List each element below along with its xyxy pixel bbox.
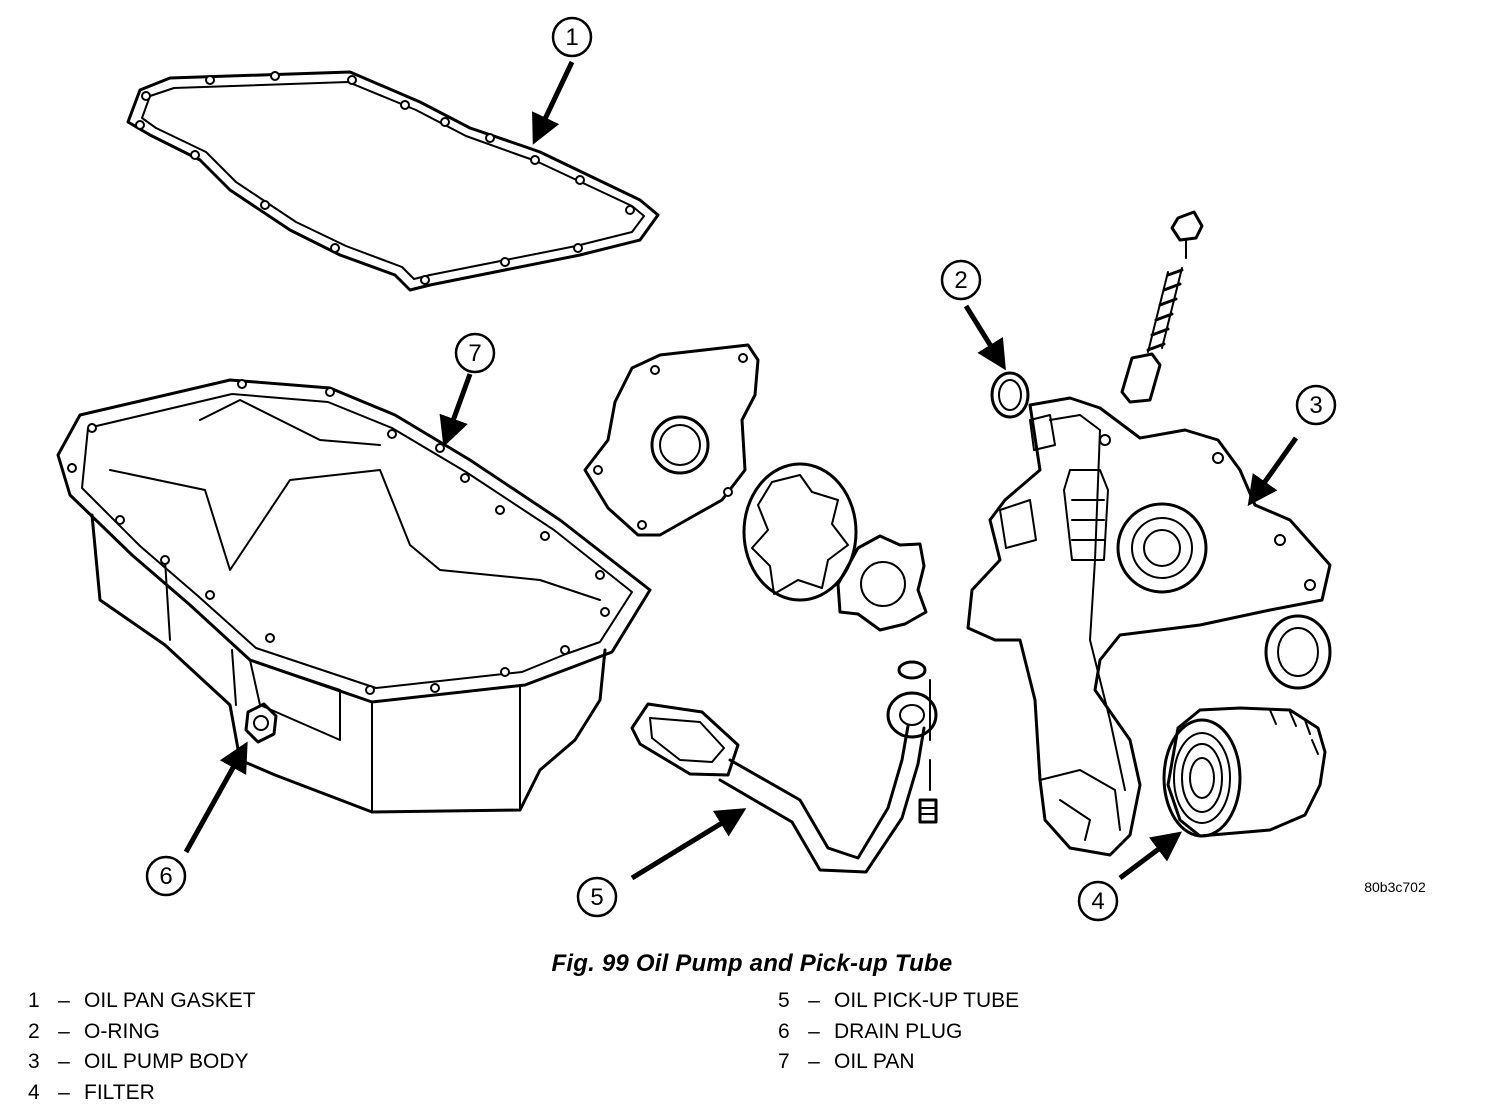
leader-3: [1247, 436, 1299, 507]
legend-number: 6: [778, 1019, 790, 1043]
legend-label: OIL PICK-UP TUBE: [834, 989, 1020, 1012]
legend-item: 7–OIL PAN: [778, 1047, 1019, 1078]
legend-dash: –: [58, 989, 70, 1012]
legend-dash: –: [58, 1019, 70, 1043]
legend-number: 5: [778, 989, 790, 1012]
oil-pick-up-tube: [630, 660, 938, 874]
outer-rotor: [742, 462, 858, 602]
o-ring: [990, 371, 1030, 419]
leader-7: [439, 373, 473, 448]
oil-pan: [56, 378, 652, 814]
legend-label: FILTER: [84, 1080, 155, 1104]
leader-4: [1118, 831, 1182, 880]
pump-cover-plate: [583, 343, 760, 537]
callout-2-number: 2: [954, 267, 967, 294]
callout-5-number: 5: [590, 884, 603, 911]
callout-3-number: 3: [1309, 392, 1322, 419]
legend-dash: –: [808, 989, 820, 1012]
legend-item: 3–OIL PUMP BODY: [28, 1047, 256, 1078]
legend-label: OIL PAN: [834, 1050, 915, 1073]
leader-arrows: [183, 60, 1299, 881]
leader-2: [963, 304, 1006, 371]
drain-plug: [244, 702, 278, 744]
oil-pump-body: [966, 396, 1332, 857]
inner-rotor: [836, 534, 928, 632]
callout-6: 6: [145, 855, 187, 897]
callout-1-number: 1: [565, 24, 578, 51]
callout-4-number: 4: [1091, 888, 1104, 915]
legend-number: 3: [28, 1050, 40, 1073]
exploded-view-diagram: 1 2 3 4 5 6 7 80b3c702: [56, 16, 1426, 922]
legend-label: OIL PUMP BODY: [84, 1050, 249, 1073]
legend-right-column: 5–OIL PICK-UP TUBE 6–DRAIN PLUG 7–OIL PA…: [778, 986, 1019, 1078]
legend-number: 1: [28, 989, 40, 1012]
legend-label: OIL PAN GASKET: [84, 989, 256, 1012]
oil-filter: [1162, 706, 1327, 838]
legend-item: 2–O-RING: [28, 1017, 256, 1048]
figure-reference-code: 80b3c702: [1364, 879, 1426, 895]
figure-caption: Fig. 99 Oil Pump and Pick-up Tube: [551, 950, 953, 977]
pump-shaft-seal: [1264, 614, 1332, 690]
oil-pan-gasket: [126, 70, 660, 292]
legend-item: 5–OIL PICK-UP TUBE: [778, 986, 1019, 1017]
callout-1: 1: [551, 16, 593, 58]
legend-dash: –: [808, 1019, 820, 1043]
leader-5: [630, 808, 747, 881]
legend-label: O-RING: [84, 1019, 160, 1043]
relief-valve-assembly: [1120, 210, 1204, 404]
legend-number: 7: [778, 1050, 790, 1073]
callout-5: 5: [576, 876, 618, 918]
legend-dash: –: [58, 1050, 70, 1073]
leader-6: [183, 741, 248, 854]
legend-dash: –: [58, 1080, 70, 1104]
legend-label: DRAIN PLUG: [834, 1019, 963, 1043]
callout-4: 4: [1077, 880, 1119, 922]
callout-3: 3: [1295, 384, 1337, 426]
callout-2: 2: [940, 259, 982, 301]
legend-left-column: 1–OIL PAN GASKET 2–O-RING 3–OIL PUMP BOD…: [28, 986, 256, 1108]
legend-dash: –: [808, 1050, 820, 1073]
legend-number: 2: [28, 1019, 40, 1043]
legend-item: 4–FILTER: [28, 1078, 256, 1109]
legend-item: 1–OIL PAN GASKET: [28, 986, 256, 1017]
legend-number: 4: [28, 1080, 40, 1104]
leader-1: [532, 60, 575, 145]
callout-7-number: 7: [468, 340, 481, 367]
legend-item: 6–DRAIN PLUG: [778, 1017, 1019, 1048]
callout-6-number: 6: [159, 863, 172, 890]
callout-7: 7: [454, 332, 496, 374]
